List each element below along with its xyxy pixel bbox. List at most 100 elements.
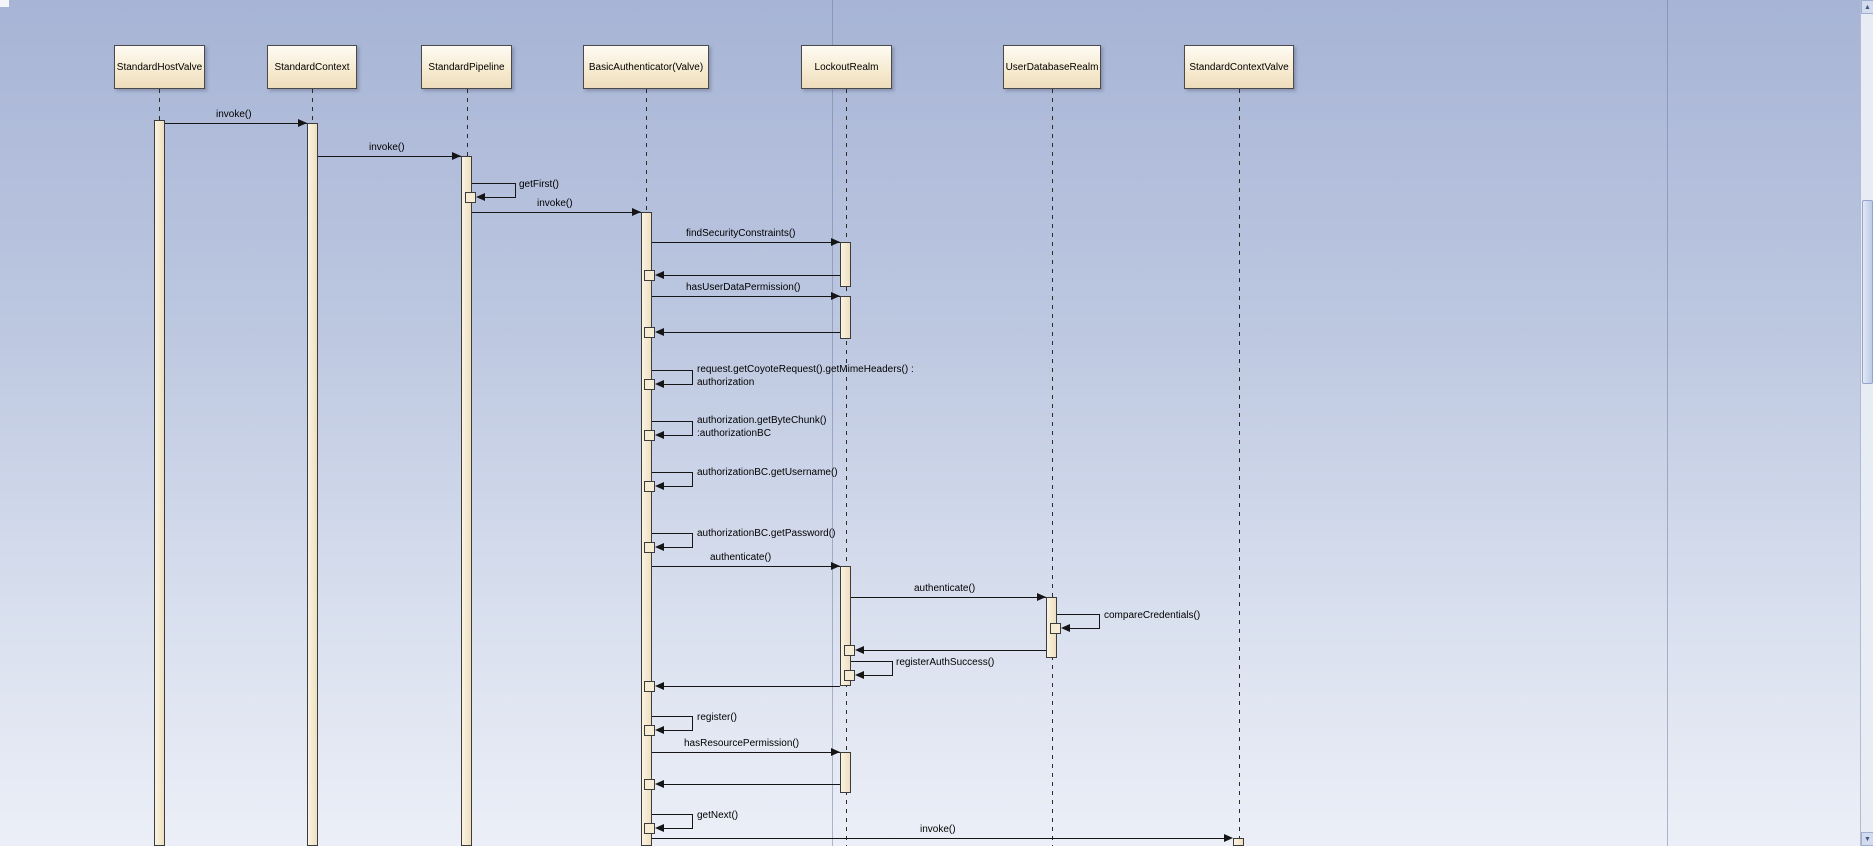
self-message-line[interactable]: [1057, 614, 1099, 615]
message-label[interactable]: authenticate(): [914, 583, 976, 594]
self-message-line[interactable]: [664, 730, 692, 731]
self-message-line[interactable]: [652, 716, 692, 717]
message-label[interactable]: compareCredentials(): [1104, 610, 1201, 621]
message-line[interactable]: [472, 212, 641, 213]
self-message-line[interactable]: [1070, 628, 1099, 629]
activation-bar[interactable]: [840, 296, 851, 339]
nested-activation[interactable]: [465, 192, 476, 203]
arrowhead-icon: [632, 208, 641, 216]
lifeline-lockout-realm[interactable]: [846, 89, 847, 846]
message-label[interactable]: invoke(): [537, 198, 573, 209]
nested-activation[interactable]: [644, 779, 655, 790]
self-message-line[interactable]: [851, 661, 892, 662]
nested-activation[interactable]: [644, 823, 655, 834]
self-message-line[interactable]: [892, 661, 893, 676]
message-label[interactable]: request.getCoyoteRequest().getMimeHeader…: [697, 364, 914, 375]
self-message-line[interactable]: [652, 370, 692, 371]
nested-activation[interactable]: [1050, 623, 1061, 634]
message-label[interactable]: hasResourcePermission(): [684, 738, 800, 749]
participant-lockout-realm[interactable]: LockoutRealm: [801, 45, 892, 89]
participant-standard-context[interactable]: StandardContext: [267, 45, 357, 89]
self-message-line[interactable]: [664, 435, 692, 436]
scrollbar-thumb[interactable]: [1862, 200, 1873, 384]
nested-activation[interactable]: [644, 481, 655, 492]
nested-activation[interactable]: [844, 645, 855, 656]
message-label[interactable]: authorization: [697, 377, 755, 388]
self-message-line[interactable]: [692, 814, 693, 829]
self-message-line[interactable]: [515, 183, 516, 198]
self-message-line[interactable]: [692, 472, 693, 487]
nested-activation[interactable]: [644, 379, 655, 390]
message-label[interactable]: :authorizationBC: [697, 428, 771, 439]
return-line[interactable]: [664, 686, 840, 687]
participant-user-database-realm[interactable]: UserDatabaseRealm: [1003, 45, 1101, 89]
participant-standard-pipeline[interactable]: StandardPipeline: [421, 45, 512, 89]
nested-activation[interactable]: [644, 270, 655, 281]
self-message-line[interactable]: [485, 197, 515, 198]
scroll-down-button[interactable]: ▼: [1861, 832, 1873, 846]
message-label[interactable]: findSecurityConstraints(): [686, 228, 796, 239]
message-line[interactable]: [165, 123, 307, 124]
return-line[interactable]: [664, 275, 840, 276]
activation-bar[interactable]: [461, 156, 472, 846]
self-message-line[interactable]: [692, 533, 693, 548]
activation-bar[interactable]: [840, 566, 851, 686]
self-message-line[interactable]: [692, 370, 693, 385]
participant-basic-authenticator[interactable]: BasicAuthenticator(Valve): [583, 45, 709, 89]
activation-bar[interactable]: [307, 123, 318, 846]
message-label[interactable]: getFirst(): [519, 179, 559, 190]
self-message-line[interactable]: [692, 716, 693, 731]
self-message-line[interactable]: [652, 421, 692, 422]
activation-bar[interactable]: [840, 242, 851, 287]
self-message-line[interactable]: [664, 547, 692, 548]
arrowhead-icon: [855, 671, 864, 679]
nested-activation[interactable]: [644, 327, 655, 338]
self-message-line[interactable]: [1099, 614, 1100, 629]
participant-standard-context-valve[interactable]: StandardContextValve: [1184, 45, 1294, 89]
message-label[interactable]: invoke(): [920, 824, 956, 835]
activation-bar[interactable]: [641, 212, 652, 846]
nested-activation[interactable]: [644, 542, 655, 553]
message-line[interactable]: [652, 838, 1224, 839]
message-label[interactable]: registerAuthSuccess(): [896, 657, 995, 668]
return-line[interactable]: [664, 332, 840, 333]
message-label[interactable]: invoke(): [216, 109, 252, 120]
message-label[interactable]: authorizationBC.getPassword(): [697, 528, 836, 539]
nested-activation[interactable]: [644, 725, 655, 736]
activation-bar[interactable]: [154, 120, 165, 846]
scroll-up-button[interactable]: ▲: [1861, 0, 1873, 14]
message-label[interactable]: authorizationBC.getUsername(): [697, 467, 838, 478]
message-label[interactable]: hasUserDataPermission(): [686, 282, 801, 293]
message-line[interactable]: [318, 156, 461, 157]
message-label[interactable]: authenticate(): [710, 552, 772, 563]
nested-activation[interactable]: [644, 430, 655, 441]
message-line[interactable]: [652, 296, 840, 297]
self-message-line[interactable]: [652, 472, 692, 473]
activation-bar[interactable]: [840, 752, 851, 793]
return-line[interactable]: [864, 650, 1046, 651]
nested-activation[interactable]: [844, 670, 855, 681]
return-line[interactable]: [664, 784, 840, 785]
vertical-scrollbar[interactable]: ▲ ▼: [1860, 0, 1873, 846]
message-line[interactable]: [851, 597, 1046, 598]
participant-standard-host-valve[interactable]: StandardHostValve: [114, 45, 205, 89]
self-message-line[interactable]: [664, 828, 692, 829]
nested-activation[interactable]: [644, 681, 655, 692]
lifeline-standard-context-valve[interactable]: [1239, 89, 1240, 846]
message-line[interactable]: [652, 242, 840, 243]
message-label[interactable]: register(): [697, 712, 738, 723]
self-message-line[interactable]: [692, 421, 693, 436]
message-line[interactable]: [652, 752, 840, 753]
self-message-line[interactable]: [664, 384, 692, 385]
message-label[interactable]: authorization.getByteChunk(): [697, 415, 827, 426]
self-message-line[interactable]: [652, 814, 692, 815]
self-message-line[interactable]: [664, 486, 692, 487]
self-message-line[interactable]: [472, 183, 515, 184]
message-label[interactable]: invoke(): [369, 142, 405, 153]
message-line[interactable]: [652, 566, 840, 567]
message-label[interactable]: getNext(): [697, 810, 739, 821]
activation-bar[interactable]: [1233, 838, 1244, 846]
lifeline-user-database-realm[interactable]: [1052, 89, 1053, 846]
self-message-line[interactable]: [652, 533, 692, 534]
self-message-line[interactable]: [864, 675, 892, 676]
